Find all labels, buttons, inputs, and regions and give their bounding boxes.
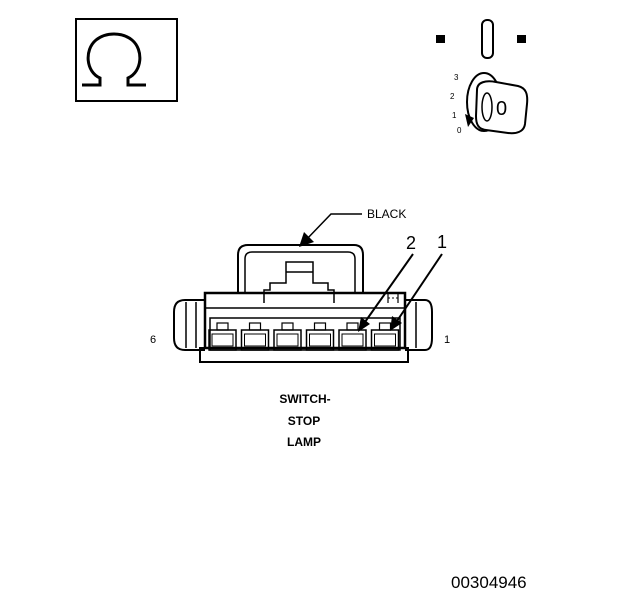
connector-name-line-3: LAMP — [287, 435, 321, 449]
key-pointer-icon — [465, 114, 474, 127]
connector-lock-tab — [263, 261, 335, 303]
key-slot-right-mark — [517, 35, 526, 43]
terminal-cavity — [305, 322, 335, 351]
left-end-pin-number: 6 — [150, 334, 156, 346]
omega-icon — [82, 32, 146, 87]
cavity-callout-2-label: 2 — [406, 233, 416, 253]
connector-base — [199, 347, 409, 363]
cavity-callout-2: 2 — [358, 233, 416, 332]
key-slot — [481, 19, 494, 59]
right-end-pin-number: 1 — [444, 334, 450, 346]
connector-right-flange — [405, 299, 433, 351]
connector-cavity-frame — [209, 317, 401, 351]
black-label: BLACK — [367, 207, 406, 221]
connector-cavities — [208, 322, 400, 351]
connector-latch-inner — [244, 251, 356, 293]
cavity-callout-2-leader — [364, 253, 414, 323]
cavity-callout-1-arrowhead — [390, 316, 402, 331]
connector-name: SWITCH- STOP LAMP — [279, 392, 330, 449]
ohmmeter-symbol — [75, 18, 178, 102]
connector-body — [173, 244, 433, 363]
key-position-2: 2 — [450, 92, 455, 101]
cavity-callout-1-leader — [396, 253, 443, 322]
terminal-cavity — [370, 322, 400, 351]
black-callout: BLACK — [299, 207, 406, 247]
connector-left-flange — [173, 299, 205, 351]
black-arrowhead — [299, 232, 314, 247]
connector-latch — [237, 244, 364, 293]
key-head-slot — [481, 92, 493, 122]
ignition-key-icon: 0 3 2 1 0 — [436, 19, 529, 135]
figure-id: 00304946 — [451, 573, 527, 592]
connector-name-line-2: STOP — [288, 414, 320, 428]
key-position-1: 1 — [452, 111, 457, 120]
terminal-cavity — [208, 322, 237, 351]
cavity-callout-1-label: 1 — [437, 232, 447, 252]
key-label: 0 — [496, 98, 507, 120]
terminal-cavity — [338, 322, 367, 351]
cavity-callout-1: 1 — [390, 232, 447, 331]
key-slot-left-mark — [436, 35, 445, 43]
black-leader-line — [304, 213, 362, 242]
terminal-cavity — [240, 322, 270, 351]
key-position-0: 0 — [457, 126, 462, 135]
ohmmeter-frame — [75, 18, 178, 102]
cavity-callout-2-arrowhead — [358, 317, 370, 332]
connector-name-line-1: SWITCH- — [279, 392, 330, 406]
terminal-cavity — [273, 322, 302, 351]
key-position-3: 3 — [454, 73, 459, 82]
